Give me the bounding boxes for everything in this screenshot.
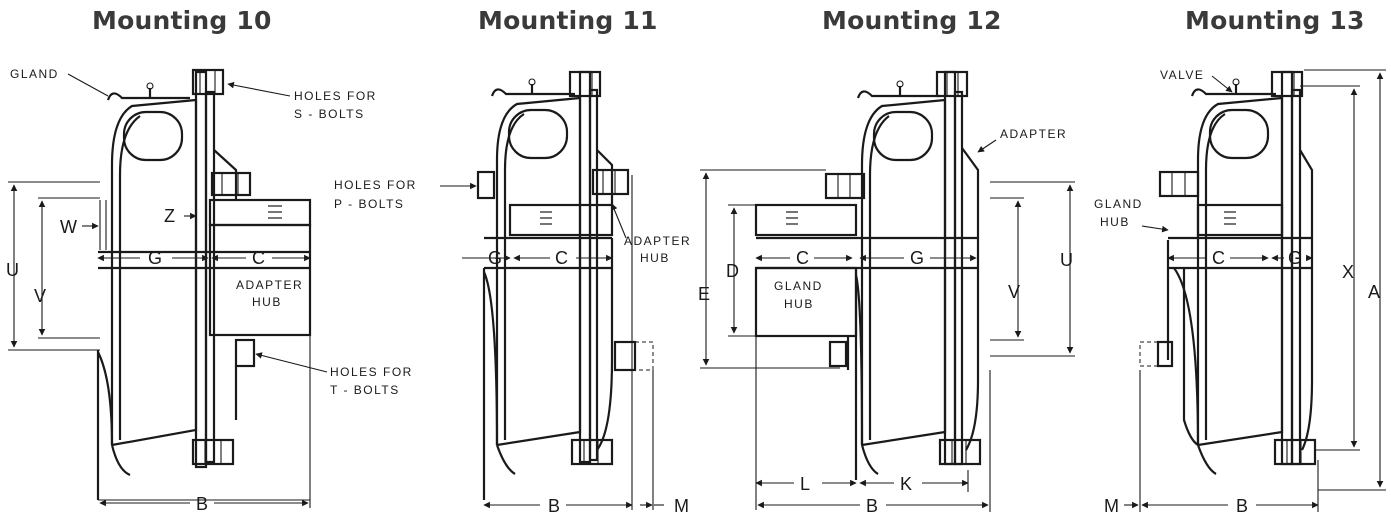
gland-label: GLAND — [10, 67, 59, 81]
dim-b: B — [548, 496, 560, 516]
dim-g: G — [488, 248, 502, 268]
dim-m: M — [1104, 496, 1119, 516]
mounting-11-title: Mounting 11 — [478, 6, 658, 35]
dim-c: C — [555, 248, 568, 268]
dimension-lines — [1124, 69, 1386, 512]
dim-e: E — [698, 284, 710, 304]
gland-hub-label-line-2: HUB — [1100, 215, 1130, 229]
dim-x: X — [1342, 262, 1354, 282]
p-bolts-label-line-1: HOLES FOR — [334, 178, 417, 192]
dim-v: V — [1008, 282, 1020, 302]
adapter-hub-label-line-1: ADAPTER — [624, 234, 691, 248]
adapter-label: ADAPTER — [1000, 127, 1067, 141]
t-bolts-label-line-1: HOLES FOR — [330, 365, 413, 379]
s-bolts-label-line-2: S - BOLTS — [294, 107, 365, 121]
adapter-hub-label-line-1: ADAPTER — [236, 278, 303, 292]
dim-c: C — [252, 248, 265, 268]
valve-label: VALVE — [1160, 68, 1204, 82]
dim-l: L — [800, 474, 810, 494]
dim-b: B — [1236, 496, 1248, 516]
dim-w: W — [60, 217, 77, 237]
dim-g: G — [148, 248, 162, 268]
dim-a: A — [1368, 282, 1380, 302]
seal-body — [96, 68, 312, 500]
dimension-lines — [8, 73, 328, 508]
dim-z: Z — [164, 206, 175, 226]
dimension-lines — [440, 175, 664, 510]
s-bolts-label-line-1: HOLES FOR — [294, 89, 377, 103]
mounting-10-title: Mounting 10 — [92, 6, 272, 35]
adapter-hub-label-line-2: HUB — [640, 251, 670, 265]
dim-b: B — [196, 494, 208, 514]
dim-b: B — [866, 496, 878, 516]
dim-g: G — [910, 248, 924, 268]
dim-u: U — [1060, 250, 1073, 270]
dim-d: D — [726, 261, 739, 281]
gland-hub-label-line-1: GLAND — [1094, 197, 1143, 211]
mounting-12-title: Mounting 12 — [822, 6, 1002, 35]
dim-c: C — [796, 248, 809, 268]
dimension-lines — [700, 139, 1075, 512]
mounting-10-drawing: GLAND HOLES FOR S - BOLTS ADAPTER HUB HO… — [6, 67, 413, 514]
mounting-12-drawing: ADAPTER GLAND HUB E D C G U V L K B — [698, 70, 1075, 516]
dim-m: M — [674, 496, 689, 516]
mounting-11-drawing: HOLES FOR P - BOLTS ADAPTER HUB G C B M — [334, 70, 691, 516]
gland-hub-label-line-1: GLAND — [774, 279, 823, 293]
dim-g: G — [1288, 248, 1302, 268]
dim-c: C — [1212, 248, 1225, 268]
adapter-hub-label-line-2: HUB — [252, 295, 282, 309]
mounting-13-title: Mounting 13 — [1185, 6, 1365, 35]
seal-body — [1139, 70, 1317, 475]
dim-v: V — [34, 286, 46, 306]
seal-body — [754, 70, 982, 480]
mounting-13-drawing: VALVE GLAND HUB C G X A M B — [1094, 68, 1386, 516]
t-bolts-label-line-2: T - BOLTS — [330, 383, 400, 397]
dim-u: U — [6, 260, 19, 280]
dim-k: K — [900, 474, 912, 494]
p-bolts-label-line-2: P - BOLTS — [334, 197, 404, 211]
seal-body — [476, 70, 654, 500]
gland-hub-label-line-2: HUB — [784, 297, 814, 311]
